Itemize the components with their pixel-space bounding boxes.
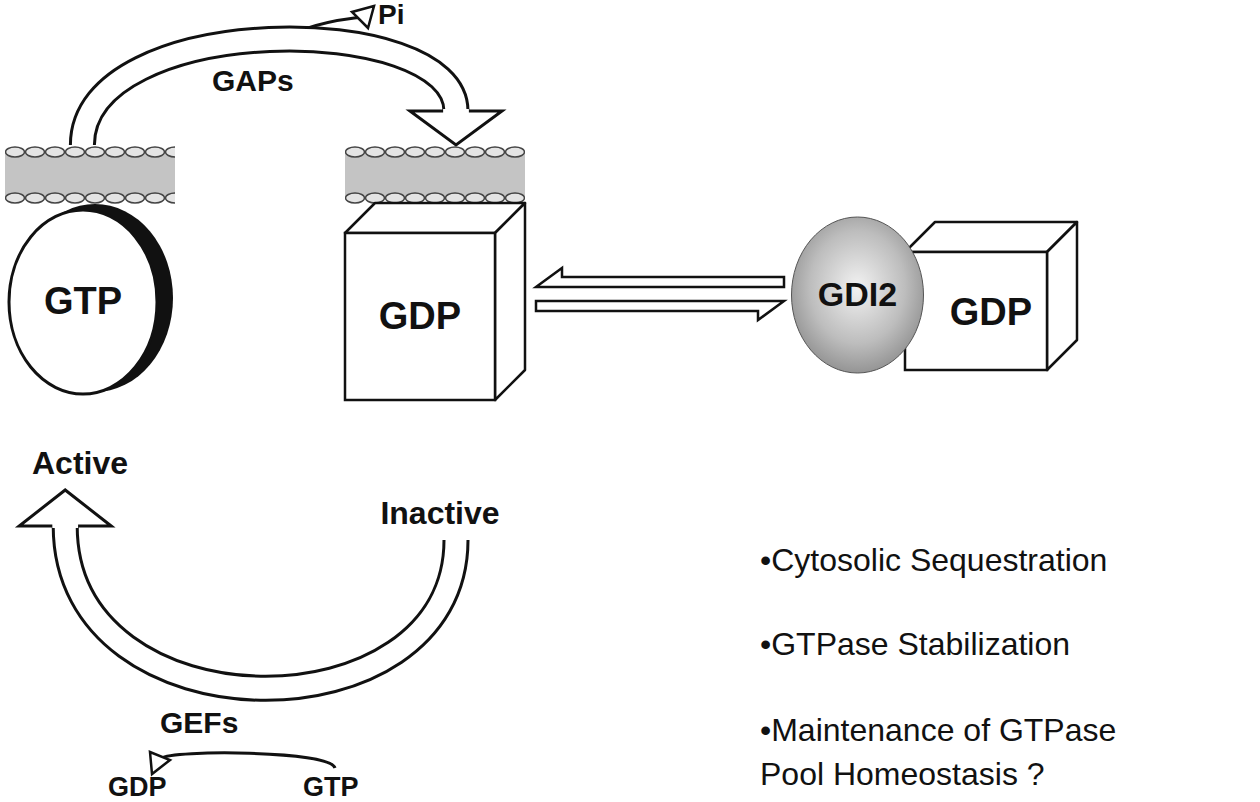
function-note: •Cytosolic Sequestration xyxy=(760,540,1107,580)
gtpase-node: GDP xyxy=(905,222,1080,372)
state-nucleotide: GTP xyxy=(8,279,158,323)
nucleotide-exchange-line xyxy=(162,753,335,768)
gtpase-node: GTP Active xyxy=(5,145,177,490)
equilibrium-arrows xyxy=(536,268,784,320)
gtpase-box xyxy=(905,222,1077,370)
gtpase-oval xyxy=(9,210,157,394)
gtpase-node: GDI2 xyxy=(790,215,925,375)
gtpase-box xyxy=(345,203,525,400)
function-note: •GTPase Stabilization xyxy=(760,624,1070,664)
membrane-bilayer xyxy=(5,145,175,205)
enzyme-label: GEFs xyxy=(160,706,238,740)
nucleotide-exchange-arrowhead xyxy=(150,752,170,774)
node-shape xyxy=(345,145,530,540)
state-heading: Active xyxy=(5,445,155,482)
phosphate-arrowhead xyxy=(352,6,374,28)
function-note: •Maintenance of GTPase Pool Homeostasis … xyxy=(760,708,1165,796)
nucleotide-label: GTP xyxy=(303,773,359,801)
state-nucleotide: GDP xyxy=(345,294,495,338)
cycle-arrow xyxy=(82,39,502,145)
gtpase-node: GDPInactive xyxy=(345,145,530,540)
membrane-bilayer xyxy=(345,145,525,205)
nucleotide-label: GDP xyxy=(108,773,167,801)
phosphate-label: Pi xyxy=(378,0,404,30)
state-heading: Inactive xyxy=(345,495,535,532)
gdi2-name: GDI2 xyxy=(790,275,925,314)
state-nucleotide: GDP xyxy=(935,290,1047,334)
enzyme-label: GAPs xyxy=(212,64,294,98)
